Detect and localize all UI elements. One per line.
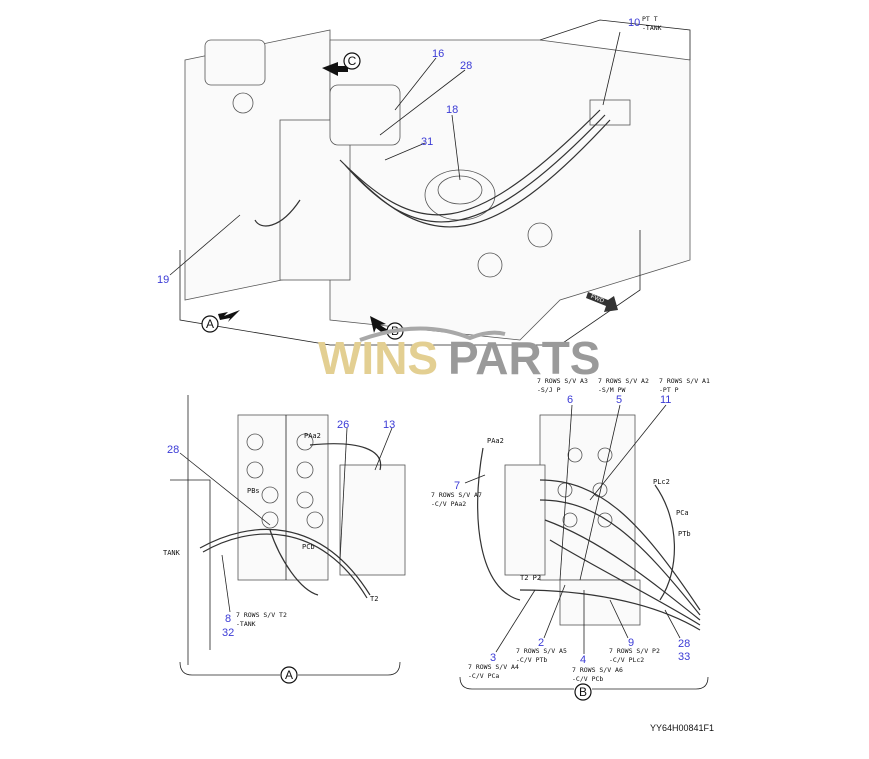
view-a-label	[280, 666, 298, 684]
svg-text:7 ROWS S/V A6: 7 ROWS S/V A6	[572, 666, 623, 674]
callout-11: 11	[660, 394, 671, 406]
callout-5: 5	[616, 394, 622, 406]
callout-2: 2	[538, 637, 544, 649]
port-pbs: PBs	[247, 487, 260, 495]
callout-33: 33	[678, 651, 690, 663]
svg-text:-S/M PW: -S/M PW	[598, 386, 625, 394]
port-t2-p2: T2 P2	[520, 574, 541, 582]
valve-block-b	[539, 414, 636, 581]
svg-text:WINS: WINS	[318, 332, 438, 384]
port-tank: TANK	[163, 549, 181, 557]
callout-26: 26	[337, 419, 349, 431]
callout-32: 32	[222, 627, 234, 639]
svg-text:7 ROWS S/V A3: 7 ROWS S/V A3	[537, 377, 588, 385]
view-b-drawing: 6 5 11 7 ROWS S/V A3 -S/J P 7 ROWS S/V A…	[431, 377, 710, 701]
svg-text:B: B	[579, 685, 587, 699]
valve-ports-a	[246, 433, 324, 529]
svg-text:-C/V PTb: -C/V PTb	[516, 656, 547, 664]
solenoid-valve-a	[339, 464, 406, 576]
svg-text:-C/V PCb: -C/V PCb	[572, 675, 603, 683]
callout-19: 19	[157, 274, 169, 286]
callout-8-caption: -TANK	[236, 620, 256, 628]
callout-8-caption: 7 ROWS S/V T2	[236, 611, 287, 619]
drawing-id: YY64H00841F1	[650, 723, 714, 733]
svg-text:-C/V PAa2: -C/V PAa2	[431, 500, 466, 508]
svg-text:PARTS: PARTS	[448, 332, 601, 384]
svg-text:-S/J P: -S/J P	[537, 386, 561, 394]
callout-10-caption: PT T	[642, 15, 658, 23]
fwd-arrow: FWD	[586, 292, 618, 312]
port-pcb: PCb	[302, 543, 315, 551]
callout-7: 7	[454, 480, 460, 492]
port-paa2: PAa2	[304, 432, 321, 440]
port-pca: PCa	[676, 509, 689, 517]
svg-text:A: A	[285, 668, 293, 682]
svg-text:-PT P: -PT P	[659, 386, 679, 394]
port-paa2-b: PAa2	[487, 437, 504, 445]
svg-text:A: A	[206, 317, 214, 331]
callout-9: 9	[628, 637, 634, 649]
callout-10: 10	[628, 17, 640, 29]
svg-text:7 ROWS S/V A7: 7 ROWS S/V A7	[431, 491, 482, 499]
callout-28-a: 28	[167, 444, 179, 456]
callout-28-b: 28	[678, 638, 690, 650]
view-a-marker: A	[201, 310, 240, 333]
svg-text:-C/V PLc2: -C/V PLc2	[609, 656, 644, 664]
pilot-pump	[329, 84, 401, 146]
callout-3: 3	[490, 652, 496, 664]
watermark-logo: WINS PARTS	[318, 326, 601, 384]
callout-13: 13	[383, 419, 395, 431]
callout-leaders	[169, 31, 621, 276]
svg-text:7 ROWS S/V A5: 7 ROWS S/V A5	[516, 647, 567, 655]
port-t2: T2	[370, 595, 378, 603]
overview-drawing: 10 PT T -TANK 16 28 18 31 19 C A B FWD	[157, 15, 691, 346]
view-c-marker: C	[322, 52, 361, 76]
callout-8: 8	[225, 613, 231, 625]
svg-text:C: C	[348, 54, 357, 68]
callout-28: 28	[460, 60, 472, 72]
solenoid-valve-b	[504, 464, 546, 576]
control-valve	[279, 119, 351, 281]
svg-text:7 ROWS S/V A4: 7 ROWS S/V A4	[468, 663, 519, 671]
callout-10-caption: -TANK	[642, 24, 662, 32]
callout-6: 6	[567, 394, 573, 406]
pilot-block	[589, 99, 631, 126]
svg-text:7 ROWS S/V P2: 7 ROWS S/V P2	[609, 647, 660, 655]
svg-text:7 ROWS S/V A1: 7 ROWS S/V A1	[659, 377, 710, 385]
view-b-label	[574, 683, 592, 701]
view-a-drawing: 28 26 13 8 32 7 ROWS S/V T2 -TANK TANK P…	[163, 395, 406, 684]
svg-text:-C/V PCa: -C/V PCa	[468, 672, 499, 680]
tank-cap	[204, 39, 266, 86]
callout-4: 4	[580, 654, 586, 666]
svg-text:FWD: FWD	[590, 294, 606, 305]
callout-18: 18	[446, 104, 458, 116]
port-plc2: PLc2	[653, 478, 670, 486]
port-ptb: PTb	[678, 530, 691, 538]
callout-31: 31	[421, 136, 433, 148]
svg-text:7 ROWS S/V A2: 7 ROWS S/V A2	[598, 377, 649, 385]
callout-16: 16	[432, 48, 444, 60]
